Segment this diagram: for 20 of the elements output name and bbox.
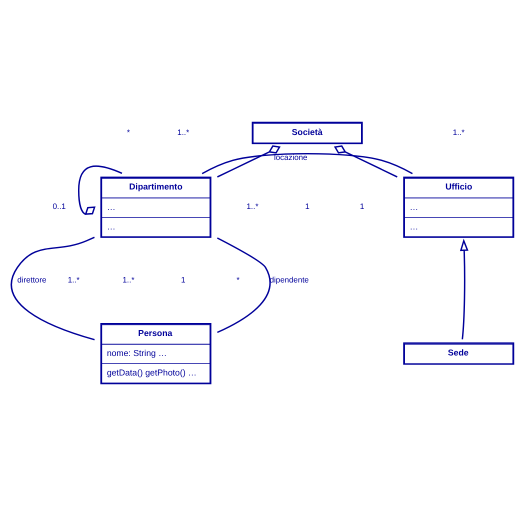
label: 1..* xyxy=(68,275,80,284)
arrow xyxy=(460,238,468,340)
label: 1..* xyxy=(177,128,190,137)
connector xyxy=(217,145,281,178)
label: 1..* xyxy=(452,128,465,137)
label: 1..* xyxy=(246,202,258,212)
label: * xyxy=(236,275,240,284)
label: 1 xyxy=(181,275,186,284)
label: 1 xyxy=(305,202,310,212)
label: * xyxy=(126,128,130,137)
connector xyxy=(334,145,398,178)
edge-label: locazione xyxy=(274,153,308,162)
label: 1 xyxy=(360,202,364,212)
label: 0..1 xyxy=(52,202,66,212)
connector xyxy=(78,165,122,215)
connector xyxy=(10,236,95,340)
connector xyxy=(217,237,271,334)
edge-label: direttore xyxy=(17,275,46,284)
connector xyxy=(202,152,413,174)
label: 1..* xyxy=(122,275,134,284)
